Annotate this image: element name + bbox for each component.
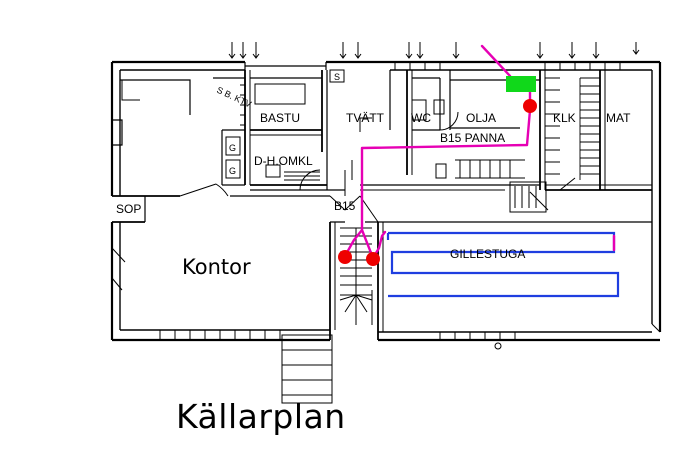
room-label-mat: MAT	[606, 111, 631, 125]
wall-hatch	[240, 84, 245, 126]
meter-bottom	[225, 159, 241, 179]
drain-box	[265, 164, 281, 178]
wall-closet	[120, 79, 191, 115]
floor-drain	[494, 342, 502, 350]
stair-small-steps	[514, 186, 537, 208]
wc-sink	[433, 99, 445, 115]
panna-grid	[455, 159, 525, 179]
panna-box	[435, 163, 447, 179]
valve-boiler	[523, 99, 537, 113]
door-left-a	[111, 247, 126, 263]
door-olja	[439, 111, 459, 131]
window-ticks	[159, 62, 621, 340]
room-label-dhomkl: D-H.OMKL	[254, 154, 313, 168]
heating-coil	[388, 231, 620, 298]
oil-tank	[506, 76, 536, 92]
mark-s: S	[334, 72, 340, 82]
room-label-tvatt: TVÄTT	[346, 111, 385, 125]
main-stair	[339, 227, 373, 325]
room-labels: BASTU TVÄTT WC OLJA KLK MAT B15 PANNA D-…	[116, 72, 631, 279]
klk-shelving	[545, 77, 600, 180]
mark-g-top: G	[229, 143, 236, 153]
stair-small	[509, 181, 547, 213]
pipe-inlet	[480, 44, 512, 78]
mark-g-bottom: G	[229, 166, 236, 176]
room-label-b15: B15	[334, 199, 356, 213]
room-label-bastu: BASTU	[260, 111, 300, 125]
omkl-radiator	[284, 171, 320, 181]
door-sop	[179, 183, 229, 197]
valve-right	[366, 252, 380, 266]
room-label-klk: KLK	[553, 111, 576, 125]
valve-left	[338, 250, 352, 264]
door-swings	[111, 111, 576, 291]
outer-wall-corner	[651, 323, 661, 333]
outside-steps-lines	[282, 349, 332, 396]
fixtures	[121, 69, 549, 404]
room-label-sop: SOP	[116, 202, 141, 216]
room-label-gillestuga: GILLESTUGA	[450, 247, 525, 261]
room-label-kontor: Kontor	[182, 255, 251, 279]
meter-top	[225, 136, 241, 156]
vent-arrows	[228, 42, 640, 59]
wall-left-notch	[112, 119, 123, 146]
pipe-route	[343, 44, 616, 260]
interior-walls	[112, 70, 652, 340]
door-klk	[559, 177, 576, 191]
outer-walls	[110, 60, 662, 342]
wc-bowl	[411, 99, 427, 121]
mark-misc: S B. KTV	[215, 85, 253, 110]
wall-meter	[221, 129, 245, 186]
bastu-bench	[254, 83, 306, 105]
s-box	[329, 69, 345, 83]
room-label-olja: OLJA	[466, 111, 496, 125]
floor-heating-loop	[386, 231, 620, 298]
closet-shelf	[121, 80, 140, 101]
room-label-wc: WC	[411, 111, 431, 125]
outside-steps	[281, 334, 333, 404]
door-tvatt	[359, 117, 372, 132]
room-label-panna: B15 PANNA	[440, 131, 505, 145]
outer-wall-top-2	[244, 62, 327, 70]
door-left-b	[111, 277, 123, 291]
door-b15-arc	[329, 195, 361, 211]
plan-title: Källarplan	[176, 397, 346, 436]
stair-small-diagonal	[529, 191, 549, 211]
